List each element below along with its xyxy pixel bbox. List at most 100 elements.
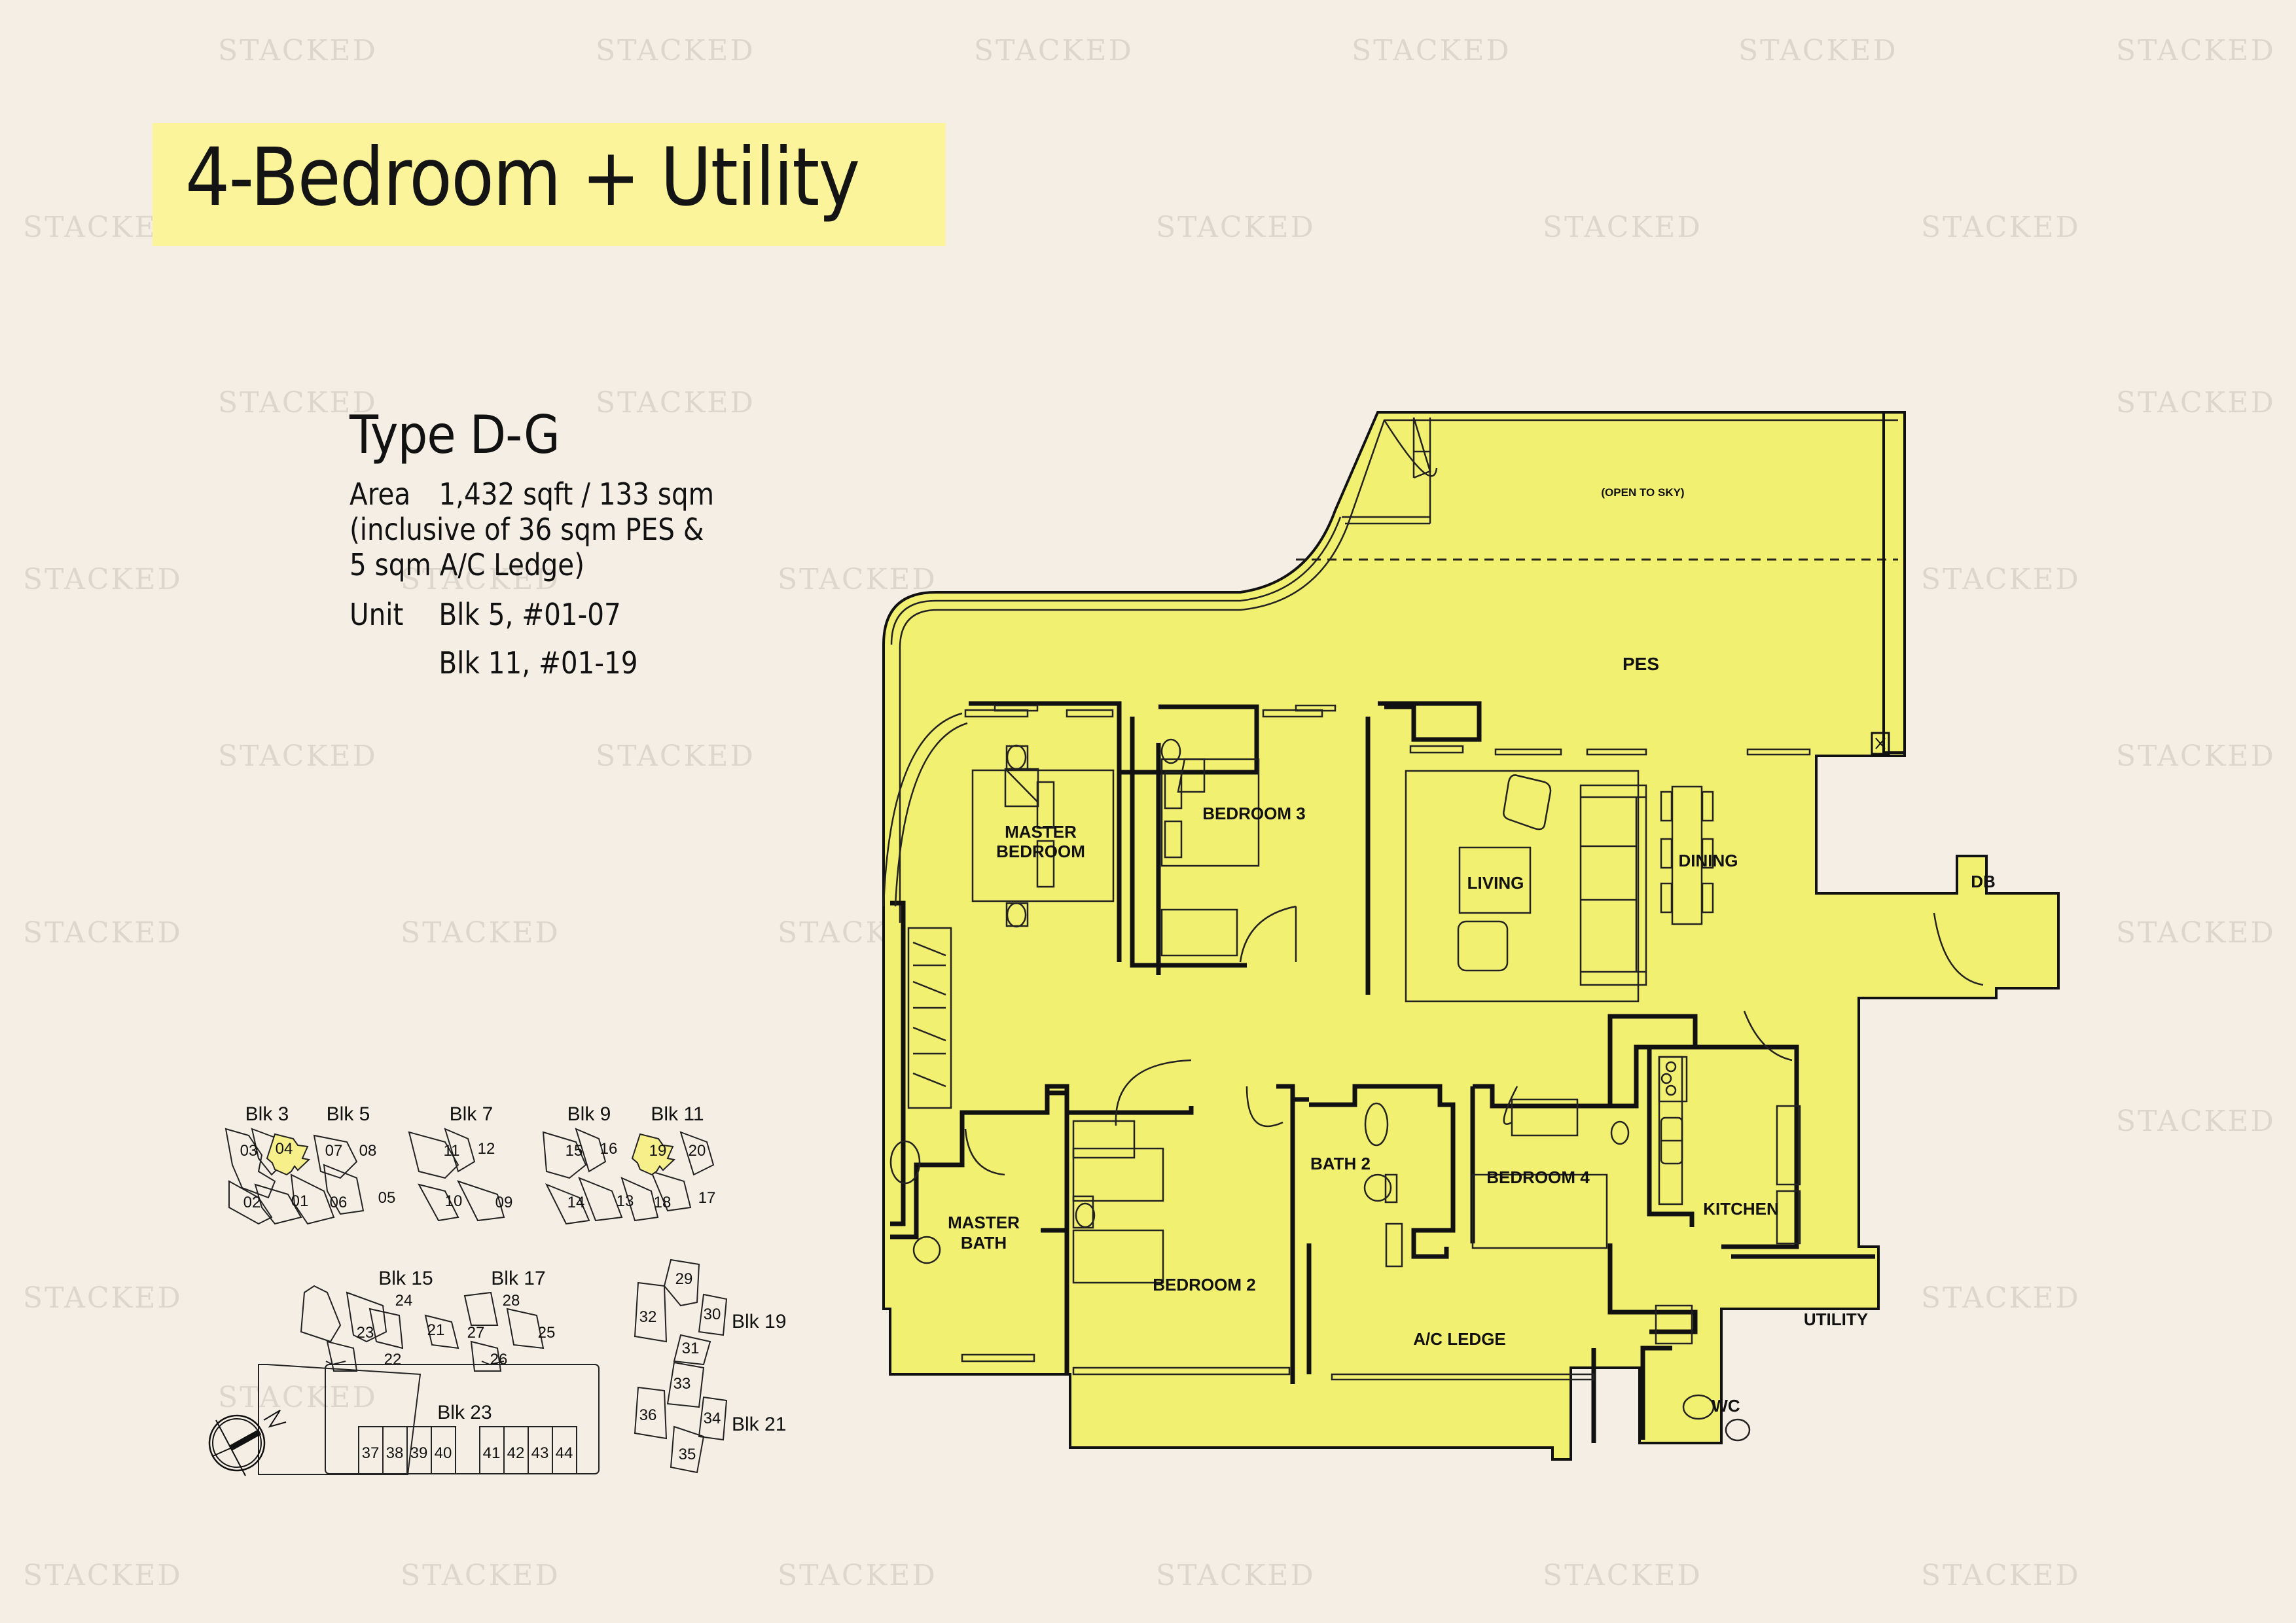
key-blk3: Blk 3	[245, 1103, 289, 1125]
label-bedroom-4: BEDROOM 4	[1486, 1168, 1590, 1187]
key-unit-19: 19	[649, 1142, 667, 1160]
svg-text:STACKED: STACKED	[2116, 1105, 2276, 1138]
key-unit-20: 20	[689, 1142, 706, 1160]
label-master-bath-line2: BATH	[961, 1233, 1007, 1253]
key-unit-32: 32	[639, 1308, 657, 1326]
label-kitchen: KITCHEN	[1703, 1199, 1779, 1219]
key-unit-11: 11	[444, 1142, 460, 1160]
key-unit-41: 41	[483, 1444, 501, 1462]
area-note-line1: (inclusive of 36 sqm PES &	[350, 512, 704, 547]
unit-outline	[882, 411, 2060, 1461]
key-blk23: Blk 23	[437, 1402, 492, 1423]
key-unit-33: 33	[673, 1375, 691, 1393]
svg-text:STACKED: STACKED	[1921, 211, 2081, 244]
key-unit-31: 31	[682, 1340, 700, 1357]
key-unit-22: 22	[384, 1351, 402, 1368]
key-unit-04: 04	[276, 1140, 293, 1158]
key-unit-21: 21	[427, 1321, 445, 1339]
kitchen-fixtures	[1655, 1056, 1801, 1345]
label-utility: UTILITY	[1804, 1310, 1868, 1329]
key-unit-29: 29	[675, 1270, 693, 1288]
floor-plan	[882, 411, 2060, 1461]
area-value: 1,432 sqft / 133 sqm	[439, 476, 715, 512]
svg-text:STACKED: STACKED	[1738, 34, 1898, 67]
area-label: Area	[350, 476, 411, 512]
key-unit-34: 34	[704, 1410, 721, 1427]
key-blk15: Blk 15	[378, 1268, 433, 1289]
key-unit-07-highlight	[266, 1133, 311, 1176]
key-blk19: Blk 19	[732, 1311, 786, 1332]
key-unit-39: 39	[410, 1444, 428, 1462]
svg-text:STACKED: STACKED	[1921, 563, 2081, 596]
label-bedroom-2: BEDROOM 2	[1153, 1275, 1255, 1294]
key-unit-25: 25	[538, 1324, 556, 1342]
key-blk7: Blk 7	[450, 1103, 493, 1125]
key-unit-44: 44	[556, 1444, 573, 1462]
area-note-line2: 5 sqm A/C Ledge)	[350, 547, 585, 582]
svg-text:STACKED: STACKED	[401, 1559, 560, 1592]
key-unit-36: 36	[639, 1406, 657, 1424]
key-blk17: Blk 17	[491, 1268, 545, 1289]
key-unit-10: 10	[445, 1192, 463, 1210]
key-unit-19-highlight	[631, 1133, 676, 1176]
page-title: 4-Bedroom + Utility	[185, 131, 860, 224]
svg-text:STACKED: STACKED	[218, 740, 378, 773]
unit-type: Type D-G	[350, 404, 560, 465]
bath-fixtures	[889, 1102, 1751, 1442]
svg-text:STACKED: STACKED	[1156, 211, 1316, 244]
unit-value: Blk 5, #01-07	[439, 597, 621, 632]
key-blk11: Blk 11	[651, 1103, 704, 1125]
key-unit-18: 18	[654, 1194, 672, 1211]
svg-text:STACKED: STACKED	[23, 1559, 183, 1592]
svg-text:STACKED: STACKED	[1543, 1559, 1702, 1592]
key-blk9: Blk 9	[567, 1103, 611, 1125]
key-blk5: Blk 5	[327, 1103, 370, 1125]
svg-text:STACKED: STACKED	[2116, 916, 2276, 950]
label-bath-2: BATH 2	[1310, 1154, 1371, 1173]
svg-text:STACKED: STACKED	[401, 563, 560, 596]
living-dining-furniture	[1405, 770, 1714, 1003]
key-unit-23: 23	[357, 1324, 374, 1342]
key-unit-42: 42	[507, 1444, 525, 1462]
svg-text:STACKED: STACKED	[2116, 34, 2276, 67]
label-dining: DINING	[1679, 851, 1738, 870]
label-wc: WC	[1712, 1396, 1740, 1416]
key-unit-12: 12	[478, 1140, 495, 1158]
svg-text:STACKED: STACKED	[596, 34, 755, 67]
label-pes: PES	[1623, 654, 1659, 674]
label-bedroom-3: BEDROOM 3	[1202, 804, 1305, 823]
key-unit-38: 38	[386, 1444, 404, 1462]
room-labels: (OPEN TO SKY) PES MASTER BEDROOM BEDROOM…	[948, 486, 1996, 1416]
label-db: DB	[1971, 872, 1996, 891]
unit-info: Type D-G Area 1,432 sqft / 133 sqm (incl…	[350, 406, 764, 681]
area-row: Area 1,432 sqft / 133 sqm	[350, 476, 714, 512]
label-ac-ledge: A/C LEDGE	[1413, 1329, 1506, 1349]
key-unit-26: 26	[490, 1351, 508, 1368]
key-unit-24: 24	[395, 1292, 413, 1310]
svg-text:STACKED: STACKED	[218, 34, 378, 67]
label-living: LIVING	[1467, 873, 1524, 893]
label-master-bedroom-line1: MASTER	[1005, 822, 1077, 842]
label-open-to-sky: (OPEN TO SKY)	[1601, 486, 1684, 499]
label-master-bedroom-line2: BEDROOM	[996, 842, 1085, 861]
svg-text:STACKED: STACKED	[596, 386, 755, 419]
key-unit-37: 37	[362, 1444, 380, 1462]
unit-label: Unit	[350, 597, 404, 632]
key-unit-40: 40	[435, 1444, 452, 1462]
key-unit-15: 15	[565, 1142, 583, 1160]
key-unit-14: 14	[567, 1194, 585, 1211]
key-unit-35: 35	[679, 1446, 696, 1463]
key-unit-07: 07	[325, 1142, 343, 1160]
title-banner	[152, 123, 946, 246]
svg-text:STACKED: STACKED	[401, 916, 560, 950]
svg-text:STACKED: STACKED	[1921, 1559, 2081, 1592]
svg-text:STACKED: STACKED	[218, 1381, 378, 1414]
svg-text:STACKED: STACKED	[778, 1559, 937, 1592]
north-arrow-icon	[208, 1410, 287, 1476]
key-unit-27: 27	[467, 1324, 485, 1342]
svg-text:STACKED: STACKED	[2116, 386, 2276, 419]
bed-furniture	[971, 738, 1630, 1284]
svg-text:STACKED: STACKED	[778, 563, 937, 596]
svg-text:STACKED: STACKED	[1543, 211, 1702, 244]
key-unit-01: 01	[291, 1192, 309, 1210]
